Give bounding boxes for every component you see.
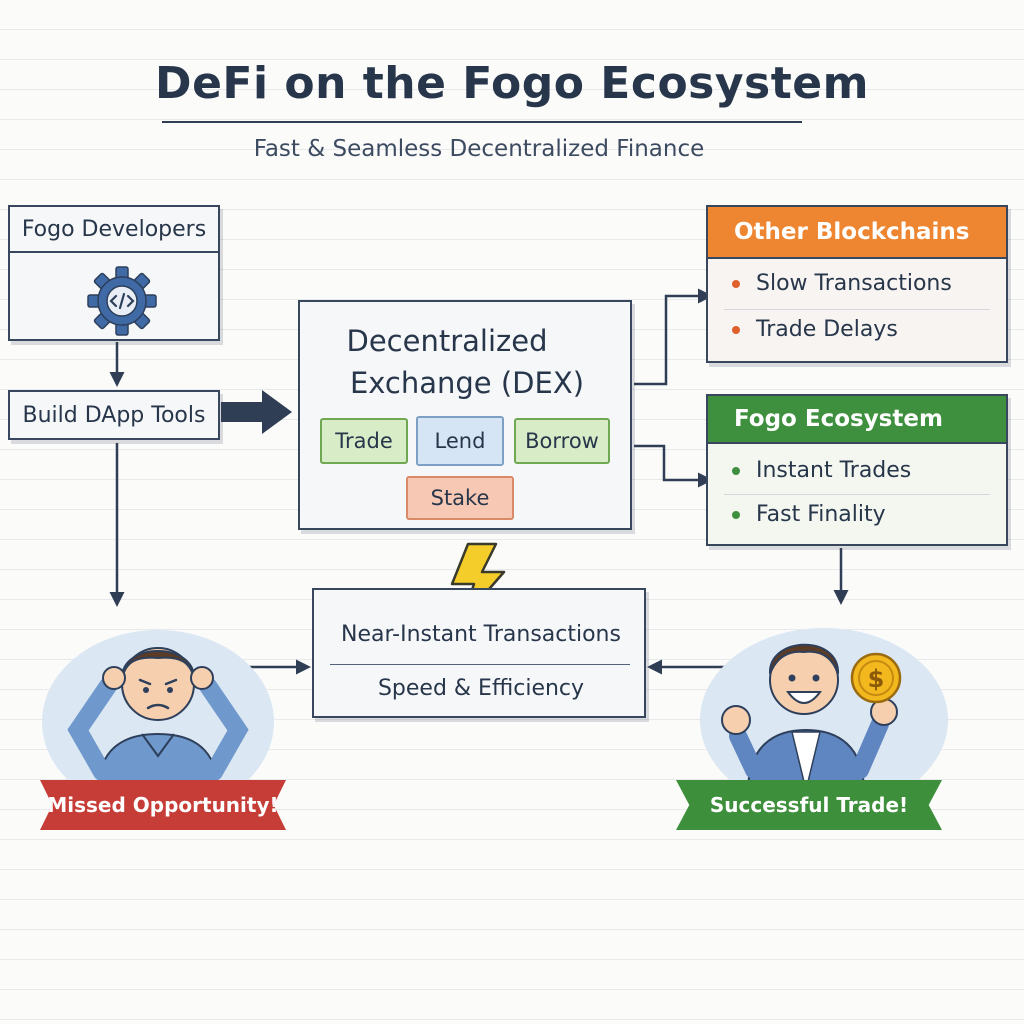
list-item: Fast Finality: [732, 502, 886, 527]
divider: [724, 494, 990, 495]
gear-code-icon: [84, 263, 160, 339]
arrow-dex-to-other: [634, 288, 713, 386]
fogo-ecosystem-box: Fogo Ecosystem Instant Trades Fast Final…: [706, 394, 1008, 546]
speed-efficiency-label: Speed & Efficiency: [377, 676, 585, 701]
block-arrow-tools-to-dex: [221, 390, 292, 434]
dex-box: Decentralized Exchange (DEX) Trade Lend …: [298, 300, 632, 530]
fogo-developers-title: Fogo Developers: [10, 207, 218, 253]
dex-title: Decentralized Exchange (DEX): [300, 320, 634, 404]
dex-chip-borrow: Borrow: [514, 418, 610, 464]
successful-trade-banner: Successful Trade!: [676, 780, 942, 830]
svg-text:$: $: [868, 665, 885, 693]
dex-title-line1: Decentralized: [346, 324, 548, 358]
fogo-developers-box: Fogo Developers: [8, 205, 220, 341]
list-item: Slow Transactions: [732, 271, 952, 296]
page-title: DeFi on the Fogo Ecosystem: [155, 58, 869, 109]
bullet-dot: [732, 325, 740, 334]
dex-chip-stake: Stake: [406, 476, 514, 520]
title-underline: [162, 121, 802, 123]
fogo-ecosystem-title: Fogo Ecosystem: [708, 396, 1006, 444]
page-subtitle: Fast & Seamless Decentralized Finance: [253, 136, 705, 162]
divider: [724, 309, 990, 310]
bullet-dot: [732, 279, 740, 288]
other-blockchains-title: Other Blockchains: [708, 207, 1006, 259]
other-blockchains-box: Other Blockchains Slow Transactions Trad…: [706, 205, 1008, 363]
near-instant-label: Near-Instant Transactions: [341, 622, 621, 647]
happy-person-illustration: $: [700, 628, 948, 792]
list-item: Instant Trades: [732, 458, 911, 483]
list-item: Trade Delays: [732, 317, 898, 342]
bullet-dot: [732, 466, 740, 475]
near-instant-box: Near-Instant Transactions Speed & Effici…: [312, 588, 646, 718]
frustrated-person-illustration: [42, 630, 274, 792]
dex-chip-trade: Trade: [320, 418, 408, 464]
divider: [330, 664, 630, 665]
missed-opportunity-banner: Missed Opportunity!: [40, 780, 286, 830]
dollar-coin-icon: $: [850, 652, 902, 704]
dex-chip-lend: Lend: [416, 416, 504, 466]
arrow-dex-to-fogo: [634, 444, 713, 488]
bullet-dot: [732, 510, 740, 519]
build-dapp-tools-box: Build DApp Tools: [8, 390, 220, 440]
dex-title-line2: Exchange (DEX): [349, 366, 585, 400]
